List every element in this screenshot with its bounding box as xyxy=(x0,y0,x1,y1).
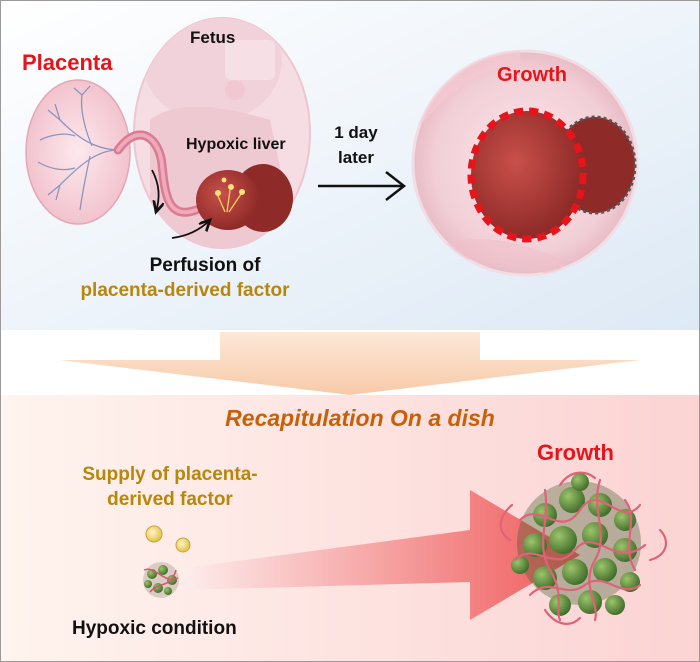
fetus-label: Fetus xyxy=(190,28,236,47)
hypoxic-condition-label: Hypoxic condition xyxy=(72,618,237,639)
transition-arrow xyxy=(60,332,640,395)
time-arrow-head xyxy=(385,171,407,201)
placenta-illustration xyxy=(25,79,131,225)
perfusion-label-line2: placenta-derived factor xyxy=(80,280,290,301)
time-label-line2: later xyxy=(338,148,374,167)
organoid-cell xyxy=(593,558,617,582)
small-organoid xyxy=(143,562,179,598)
growth-label-top: Growth xyxy=(497,64,567,86)
hypoxic-liver-label: Hypoxic liver xyxy=(186,136,286,153)
perfusion-label-line1: Perfusion of xyxy=(149,255,261,276)
hypoxic-liver-illustration xyxy=(196,164,293,232)
large-organoid xyxy=(499,471,668,625)
flow-arrow-liver xyxy=(171,220,210,239)
organoid-cell xyxy=(571,473,589,491)
organoid-cell xyxy=(613,538,637,562)
factor-bead xyxy=(175,537,191,553)
bottom-title: Recapitulation On a dish xyxy=(225,405,495,431)
supply-label-line1: Supply of placenta- xyxy=(82,464,258,485)
organoid-cell xyxy=(559,487,585,513)
organoid-cell xyxy=(523,533,547,557)
organoid-cell xyxy=(549,526,577,554)
factor-bead xyxy=(145,525,163,543)
organoid-cell xyxy=(549,594,571,616)
growth-lens xyxy=(411,49,639,277)
growth-arrow xyxy=(185,490,580,620)
growth-label-bottom: Growth xyxy=(537,440,614,465)
time-label-line1: 1 day xyxy=(334,123,378,142)
supply-label-line2: derived factor xyxy=(107,489,233,510)
organoid-cell xyxy=(511,556,529,574)
flow-arrow-cord xyxy=(151,169,159,212)
bottom-panel-background xyxy=(0,395,700,662)
organoid-cell xyxy=(605,595,625,615)
placenta-label: Placenta xyxy=(22,50,113,75)
organoid-cell xyxy=(562,559,588,585)
organoid-cell xyxy=(578,590,602,614)
